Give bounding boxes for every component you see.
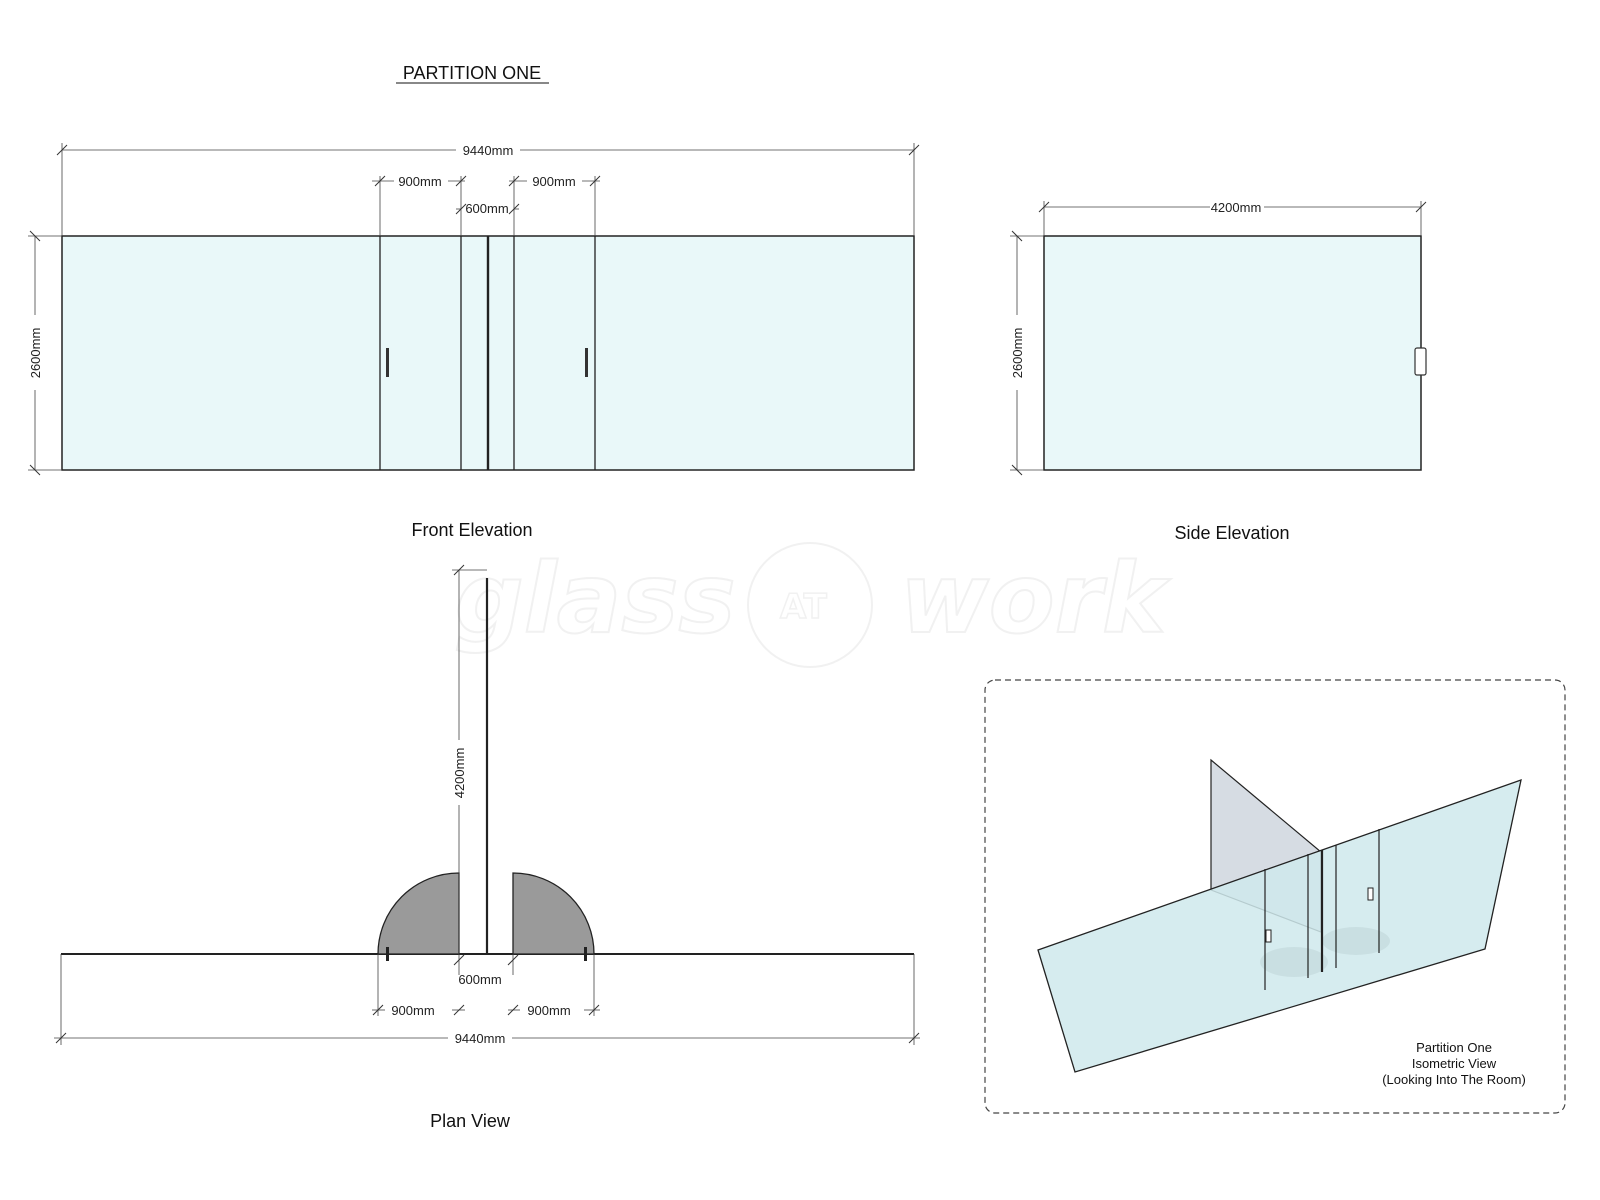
iso-caption-line2: Isometric View [1412,1056,1497,1071]
front-door-right-width-label: 900mm [532,174,575,189]
plan-door-right-swing [512,872,595,955]
side-height-label: 2600mm [1010,328,1025,379]
plan-return-length-label: 4200mm [452,748,467,799]
plan-view-label: Plan View [430,1111,511,1131]
side-width-label: 4200mm [1211,200,1262,215]
watermark: glass AT work [454,542,1172,668]
watermark-at: AT [780,587,828,627]
watermark-glass: glass [455,543,736,655]
side-door-handle [1414,347,1427,376]
front-height-label: 2600mm [28,328,43,379]
iso-main-glass-run [1037,779,1522,1073]
plan-door-right-width-label: 900mm [527,1003,570,1018]
front-elevation: 9440mm 900mm 900mm 600mm 2600mm Front El… [28,143,920,540]
plan-door-left-swing [377,872,460,955]
front-centre-gap-label: 600mm [465,201,508,216]
front-elevation-label: Front Elevation [411,520,532,540]
isometric-frame [984,679,1566,1114]
front-door-left-width-label: 900mm [398,174,441,189]
iso-caption-line1: Partition One [1416,1040,1492,1055]
plan-centre-gap-label: 600mm [458,972,501,987]
plan-door-left-handle [386,947,389,961]
drawing-title: PARTITION ONE [403,63,541,83]
front-door-left-handle [386,348,389,377]
side-glass-panel [1043,235,1422,471]
iso-door-right-handle [1367,887,1374,901]
watermark-work: work [900,543,1171,655]
front-door-right-handle [585,348,588,377]
iso-door-left-handle [1265,929,1272,943]
plan-overall-width-label: 9440mm [455,1031,506,1046]
side-elevation: 4200mm 2600mm Side Elevation [1010,200,1427,543]
watermark-circle [747,542,873,668]
plan-view: 4200mm 600mm 900mm 900mm 9440mm Plan Vie… [54,564,920,1131]
iso-caption-line3: (Looking Into The Room) [1382,1072,1526,1087]
plan-door-right-handle [584,947,587,961]
isometric-view: Partition One Isometric View (Looking In… [984,679,1566,1114]
plan-door-left-width-label: 900mm [391,1003,434,1018]
side-elevation-label: Side Elevation [1174,523,1289,543]
front-overall-width-label: 9440mm [463,143,514,158]
